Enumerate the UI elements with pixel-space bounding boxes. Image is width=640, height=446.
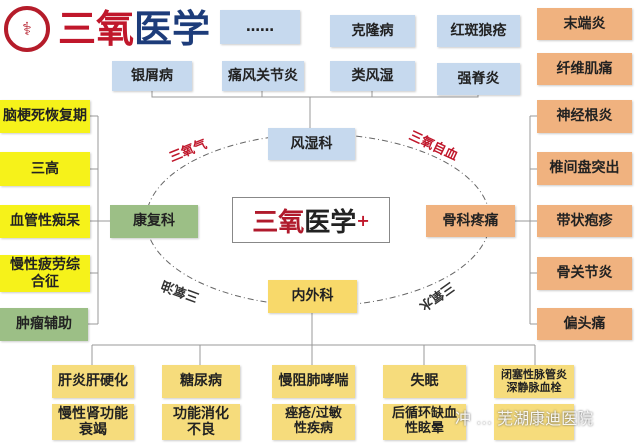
- bottom-item: 慢性肾功能衰竭: [52, 404, 134, 440]
- title-part1: 三氧: [58, 7, 135, 51]
- right-item: 椎间盘突出: [537, 152, 632, 185]
- brand-title: 三氧医学: [58, 6, 210, 52]
- title-part2: 医学: [134, 7, 211, 51]
- right-item: 纤维肌痛: [537, 53, 632, 85]
- dept-internal: 内外科: [268, 280, 357, 313]
- dept-rehab: 康复科: [110, 205, 198, 238]
- top-item: 银屑病: [112, 61, 192, 91]
- right-item: 骨关节炎: [537, 257, 632, 290]
- bottom-item: 后循环缺血性眩晕: [383, 404, 466, 440]
- watermark: 冲 … 芜湖康迪医院: [455, 409, 594, 428]
- center-part2: 医学: [304, 207, 357, 238]
- left-item: 慢性疲劳综合征: [0, 255, 90, 292]
- bottom-item: 糖尿病: [162, 365, 240, 398]
- center-part1: 三氧: [252, 207, 305, 238]
- right-item: 末端炎: [537, 8, 632, 40]
- center-title: 三氧医学+: [232, 197, 390, 243]
- top-item: 克隆病: [330, 15, 415, 47]
- right-item: 带状疱疹: [537, 205, 632, 237]
- left-item: 脑梗死恢复期: [0, 100, 90, 133]
- top-item: 红斑狼疮: [437, 15, 520, 47]
- dept-rheumatology: 风湿科: [268, 128, 355, 160]
- top-item: ……: [220, 10, 300, 44]
- left-item: 三高: [0, 152, 90, 186]
- bottom-item: 肝炎肝硬化: [52, 365, 134, 398]
- right-item: 偏头痛: [537, 308, 632, 340]
- bottom-item: [494, 404, 574, 440]
- plus-sign: +: [356, 210, 370, 230]
- left-item: 血管性痴呆: [0, 205, 90, 238]
- top-item: 类风湿: [330, 61, 415, 91]
- left-item: 肿瘤辅助: [0, 308, 88, 341]
- bottom-item: 痤疮/过敏性疾病: [272, 404, 355, 440]
- top-item: 痛风关节炎: [222, 61, 304, 91]
- top-item: 强脊炎: [437, 63, 520, 95]
- bottom-item: 失眠: [383, 365, 466, 398]
- logo-icon: ⚕: [4, 6, 50, 52]
- bottom-item: 功能消化不良: [162, 404, 240, 440]
- bottom-item: 慢阻肺哮喘: [272, 365, 355, 398]
- right-item: 神经根炎: [537, 100, 632, 133]
- bottom-item: 闭塞性脉管炎深静脉血栓: [494, 365, 574, 398]
- dept-ortho: 骨科疼痛: [426, 205, 515, 237]
